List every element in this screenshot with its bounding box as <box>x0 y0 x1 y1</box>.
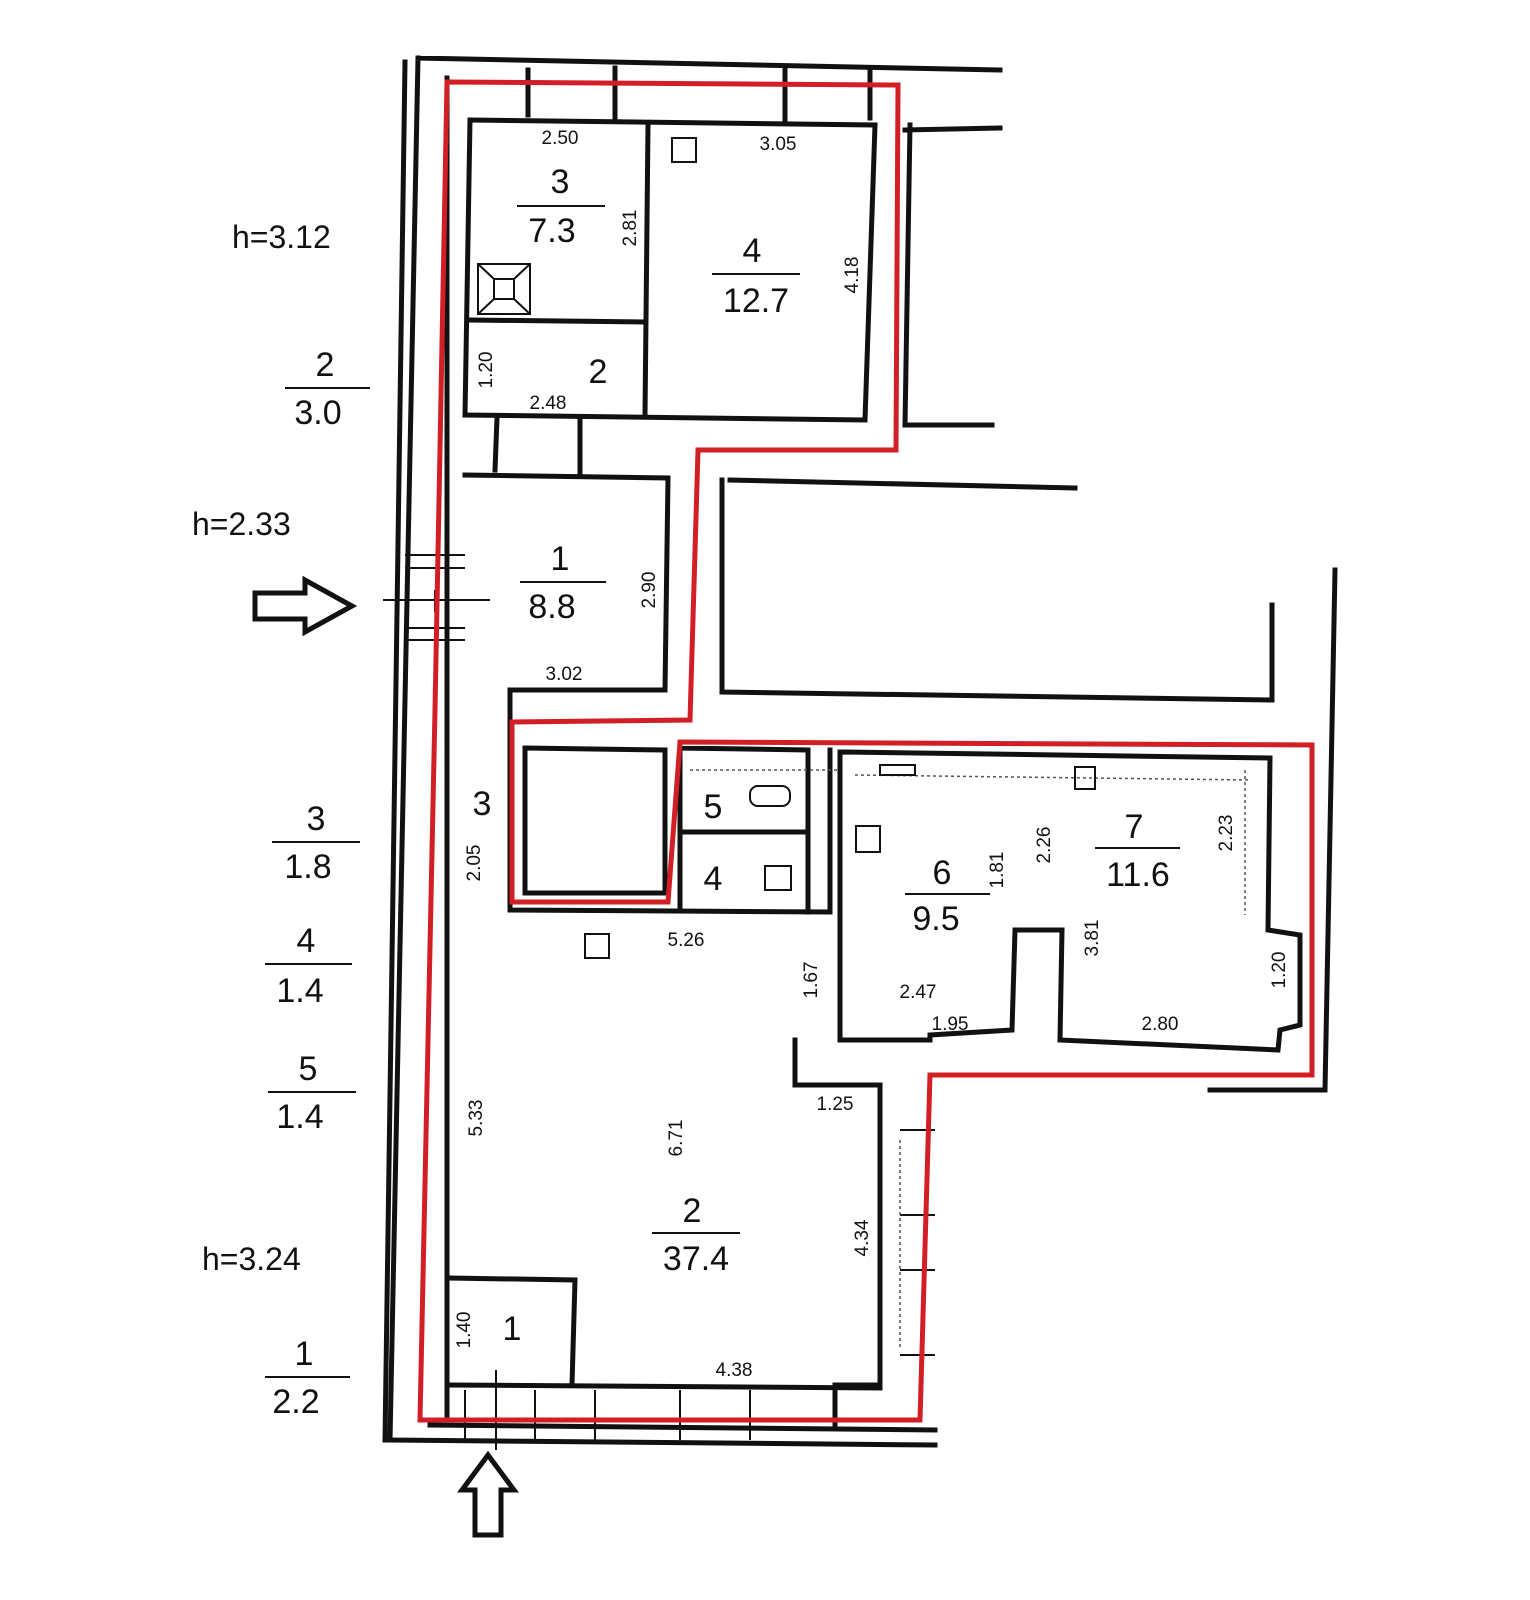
legend-num: 1 <box>295 1335 314 1373</box>
sink-icon <box>671 137 697 163</box>
room-3-num: 3 <box>551 163 570 201</box>
legend-num: 2 <box>316 346 335 384</box>
room-1b-num: 1 <box>503 1310 522 1348</box>
dim: 2.47 <box>900 982 937 1003</box>
room-6-num: 6 <box>933 854 952 892</box>
room-2-num: 2 <box>589 353 608 391</box>
radiator-icon <box>584 933 610 959</box>
stove-icon <box>477 263 531 315</box>
dim: 2.23 <box>1216 815 1237 852</box>
dim: 2.80 <box>1142 1014 1179 1035</box>
room-4-num: 4 <box>743 232 762 270</box>
dimension-labels: 2.50 3.05 2.81 4.18 1.20 2.48 2.90 3.02 … <box>454 128 1290 1381</box>
room-2b-area: 37.4 <box>663 1240 729 1278</box>
room-labels: 3 7.3 4 12.7 2 1 8.8 3 5 4 6 9.5 7 11.6 … <box>473 163 1180 1348</box>
legend-num: 3 <box>307 800 326 838</box>
room-2b-num: 2 <box>683 1192 702 1230</box>
dim: 1.67 <box>801 962 822 999</box>
legend-area: 1.4 <box>276 1098 323 1136</box>
dim: 1.20 <box>1269 952 1290 989</box>
sink-icon <box>764 865 792 891</box>
legend-area: 3.0 <box>294 394 341 432</box>
entrance-arrow-up-icon <box>457 1450 519 1538</box>
dim: 1.20 <box>476 352 497 389</box>
dim: 3.81 <box>1082 920 1103 957</box>
entrance-arrow-right-icon <box>252 575 358 637</box>
room-1-area: 8.8 <box>528 588 575 626</box>
dim: 3.05 <box>760 134 797 155</box>
dim: 6.71 <box>666 1120 687 1157</box>
dim: 5.26 <box>668 930 705 951</box>
room-3b-num: 3 <box>473 785 492 823</box>
height-upper: h=3.12 <box>232 219 331 255</box>
room-4b-num: 4 <box>704 860 723 898</box>
dim: 2.90 <box>639 572 660 609</box>
boundary-outline <box>417 79 1315 1423</box>
fixtures <box>477 137 1096 959</box>
radiator-icon <box>1074 766 1096 790</box>
dim: 4.38 <box>716 1360 753 1381</box>
room-6-area: 9.5 <box>912 900 959 938</box>
toilet-icon <box>749 785 791 807</box>
dim: 2.48 <box>530 393 567 414</box>
dim: 4.18 <box>842 257 863 294</box>
dim: 1.25 <box>817 1094 854 1115</box>
legend-area: 1.4 <box>276 972 323 1010</box>
dim: 1.95 <box>932 1014 969 1035</box>
legend-num: 4 <box>297 922 316 960</box>
room-7-num: 7 <box>1125 808 1144 846</box>
room-7-area: 11.6 <box>1106 856 1170 894</box>
radiator-icon <box>879 764 916 776</box>
walls <box>382 55 1338 1450</box>
height-middle: h=2.33 <box>192 506 291 542</box>
room-1-num: 1 <box>551 540 570 578</box>
radiator-icon <box>855 825 881 853</box>
dim: 4.34 <box>852 1219 873 1256</box>
dim: 1.40 <box>454 1312 475 1349</box>
dim: 2.50 <box>542 128 579 149</box>
dim: 5.33 <box>466 1100 487 1137</box>
dim: 2.81 <box>620 210 641 247</box>
legend-area: 1.8 <box>284 848 331 886</box>
dim: 2.05 <box>464 845 485 882</box>
room-5-num: 5 <box>704 788 723 826</box>
room-4-area: 12.7 <box>723 282 789 320</box>
height-lower: h=3.24 <box>202 1241 301 1277</box>
room-3-area: 7.3 <box>528 212 575 250</box>
dim: 2.26 <box>1034 827 1055 864</box>
dim: 3.02 <box>546 664 583 685</box>
height-labels: h=3.12 h=2.33 h=3.24 <box>192 219 331 1277</box>
side-legend: 2 3.0 3 1.8 4 1.4 5 1.4 1 2.2 <box>265 346 370 1421</box>
dim: 1.81 <box>987 852 1008 889</box>
legend-num: 5 <box>299 1050 318 1088</box>
legend-area: 2.2 <box>272 1383 319 1421</box>
